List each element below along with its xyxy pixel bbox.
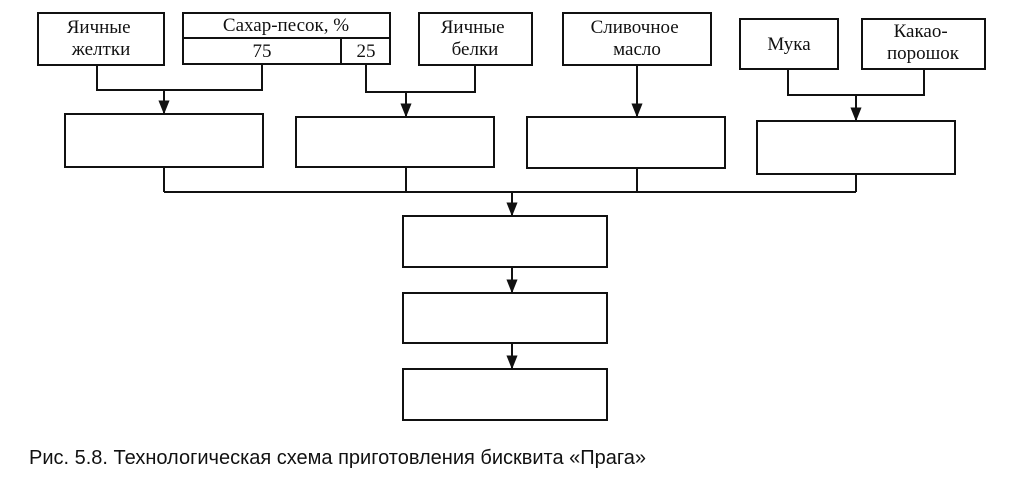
butter-label: Сливочное масло [591, 17, 684, 60]
sugar-title: Сахар-песок, % [223, 15, 349, 36]
egg-whites-label: Яичные белки [441, 17, 510, 60]
egg-yolks-box [37, 12, 165, 66]
egg-whites-line-1: Яичные [441, 17, 505, 38]
sugar-share-whites: 25 [357, 41, 376, 62]
cocoa-label: Какао- порошок [887, 21, 960, 64]
egg-yolks-line-1: Яичные [67, 17, 131, 38]
yolk-mix-box [64, 113, 264, 168]
flour-cocoa-connector [787, 69, 925, 96]
flour-label: Мука [767, 34, 811, 55]
cocoa-line-2: порошок [887, 43, 960, 64]
butter-line-2: масло [613, 39, 661, 60]
cooling-box [402, 368, 608, 421]
butter-line-1: Сливочное [591, 17, 679, 38]
white-whip-box [295, 116, 495, 168]
egg-yolks-line-2: желтки [71, 39, 131, 60]
cocoa-line-1: Какао- [894, 21, 948, 42]
white-sugar-connector [365, 64, 476, 93]
egg-yolks-label: Яичные желтки [67, 17, 136, 60]
mixing-box [402, 215, 608, 268]
flour-cocoa-box [756, 120, 956, 175]
sugar-share-yolks: 75 [253, 41, 272, 62]
butter-melt-box [526, 116, 726, 169]
yolk-sugar-connector [96, 64, 263, 91]
egg-whites-line-2: белки [452, 39, 499, 60]
figure-caption: Рис. 5.8. Технологическая схема приготов… [29, 447, 646, 469]
baking-box [402, 292, 608, 344]
